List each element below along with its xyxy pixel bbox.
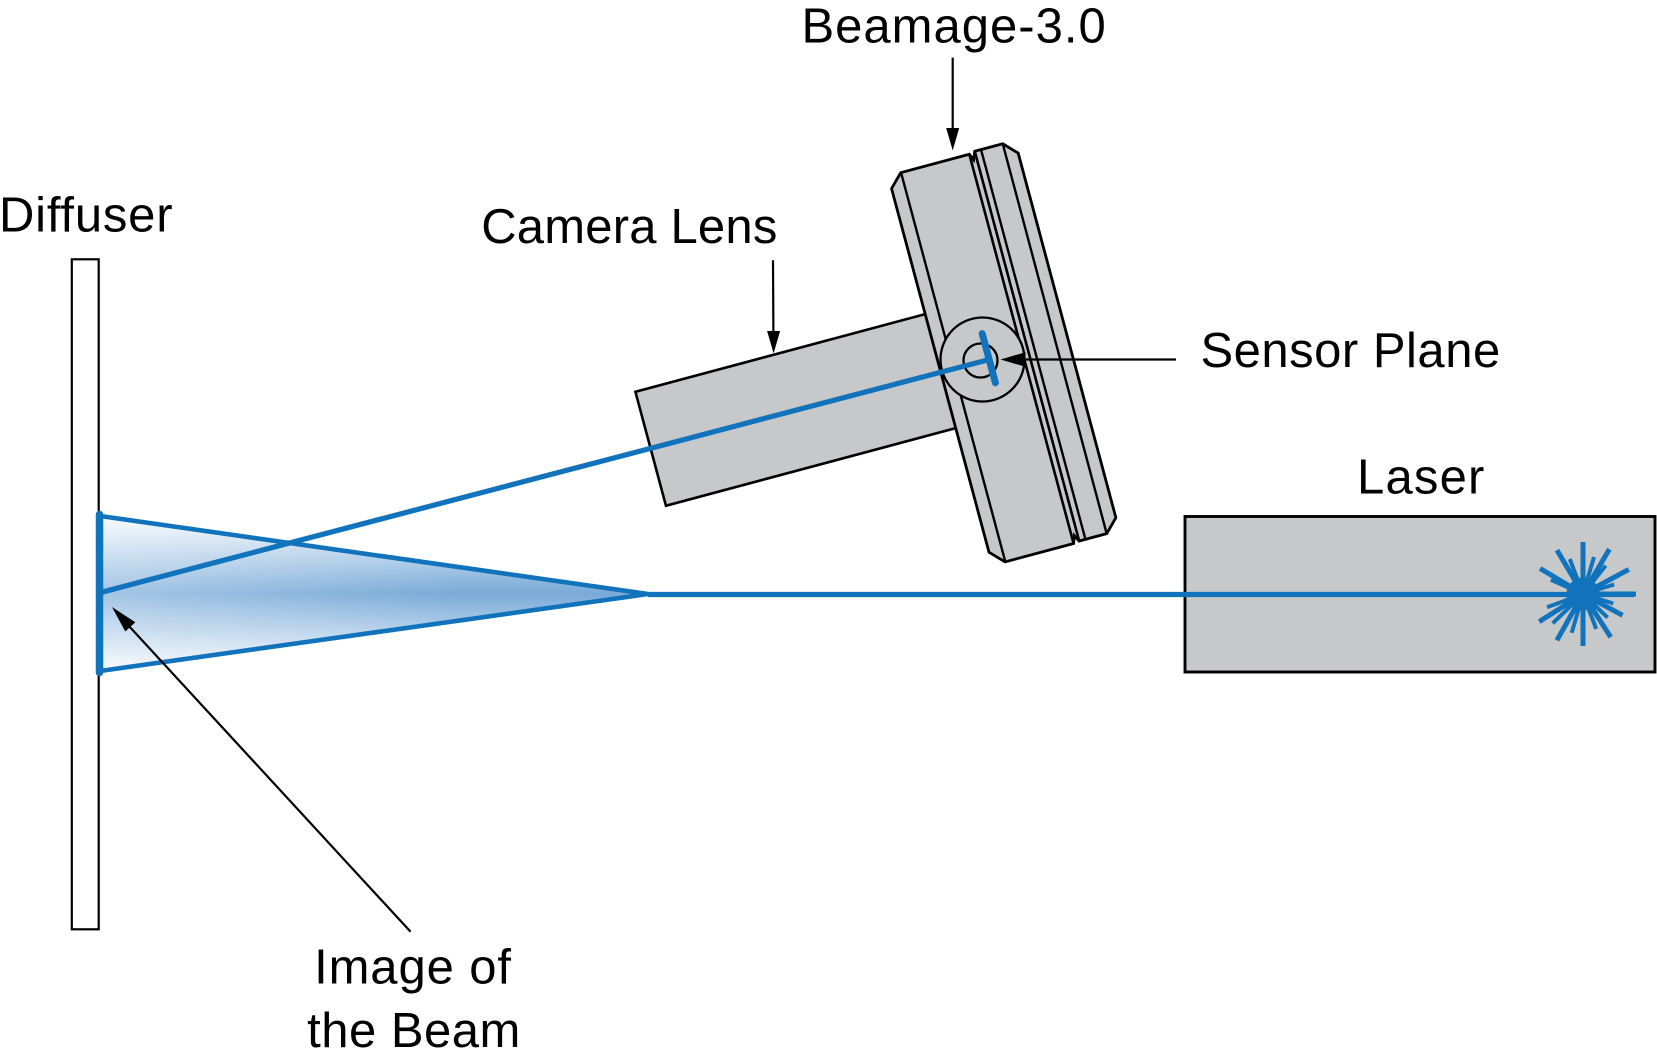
svg-text:Laser: Laser xyxy=(1357,451,1486,505)
svg-text:the Beam: the Beam xyxy=(307,1004,521,1058)
svg-text:Image of: Image of xyxy=(314,941,512,995)
svg-text:Sensor Plane: Sensor Plane xyxy=(1201,324,1501,378)
svg-text:Camera Lens: Camera Lens xyxy=(481,200,777,254)
svg-text:Beamage-3.0: Beamage-3.0 xyxy=(802,0,1107,53)
svg-text:Diffuser: Diffuser xyxy=(0,188,173,242)
